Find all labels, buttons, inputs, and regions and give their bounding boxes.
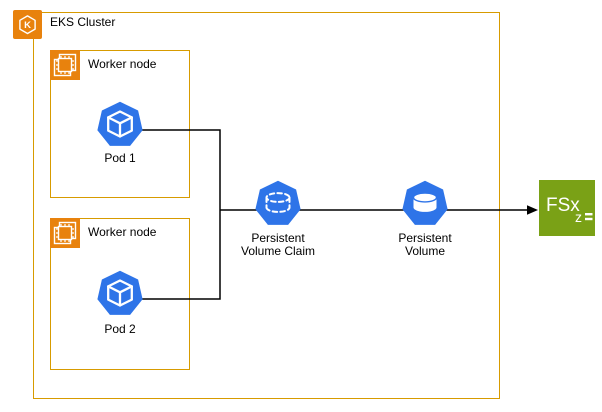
pv-label-line1: Persistent [398,231,452,245]
eks-cluster-icon: K [13,10,42,39]
eks-cluster-boundary [33,12,500,399]
pod-1-label: Pod 1 [104,151,136,165]
worker-node-1-boundary [50,50,190,198]
worker-node-1-label: Worker node [88,57,157,71]
worker-node-1-chip-icon [50,50,80,80]
pod-2-label: Pod 2 [104,322,136,336]
eks-icon-letter: K [24,20,31,31]
pv-label-line2: Volume [404,244,446,258]
pvc-label-line2: Volume Claim [240,244,316,258]
persistent-volume-claim-icon [254,180,302,228]
pod-1-icon [96,101,144,149]
fsx-icon-text: FSx [546,195,580,216]
pvc-label-line1: Persistent [251,231,305,245]
persistent-volume-claim-label: Persistent Volume Claim [218,232,338,258]
worker-node-2-label: Worker node [88,225,157,239]
persistent-volume-label: Persistent Volume [365,232,485,258]
persistent-volume-icon [401,180,449,228]
eks-cluster-label: EKS Cluster [50,15,116,29]
pod-2-icon [96,270,144,318]
fsx-storage-icon: FSx z [539,180,595,236]
arrowhead-icon [527,205,538,215]
fsx-icon-sub-text: z [575,209,582,225]
worker-node-2-chip-icon [50,218,80,248]
